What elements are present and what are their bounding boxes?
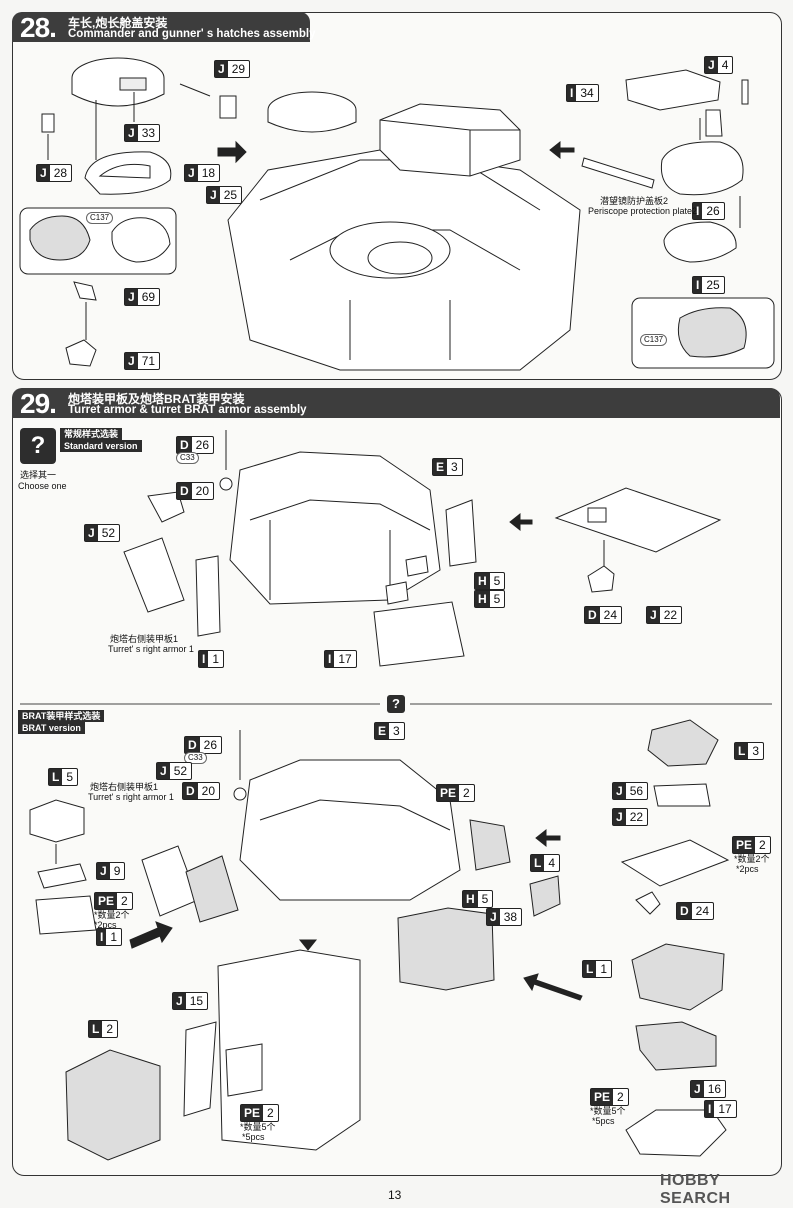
qty2b-en: *2pcs <box>736 864 759 874</box>
color-code-c33-brat: C33 <box>184 752 207 764</box>
qty5-zh: *数量5个 <box>240 1122 276 1132</box>
standard-version-zh: 常规样式选装 <box>60 428 123 440</box>
step-29-number: 29. <box>20 388 57 419</box>
periscope-label-zh: 潜望镜防护盖板2 <box>600 196 669 206</box>
color-code-c137: C137 <box>86 212 114 224</box>
qty5b-en: *5pcs <box>592 1116 615 1126</box>
qty5-en: *5pcs <box>242 1132 265 1142</box>
step-28-title-zh: 车长,炮长舱盖安装 <box>68 16 168 30</box>
periscope-label-en: Periscope protection plate2 <box>588 206 698 216</box>
color-code-c33: C33 <box>176 452 199 464</box>
right-armor-label-zh: 炮塔右侧装甲板1 <box>110 634 179 644</box>
right-armor-label-brat-en: Turret' s right armor 1 <box>88 792 174 802</box>
qty2-en: *2pcs <box>94 920 117 930</box>
right-armor-label-en: Turret' s right armor 1 <box>108 644 194 654</box>
step-29-header-bar <box>12 388 780 418</box>
right-armor-label-brat-zh: 炮塔右侧装甲板1 <box>90 782 159 792</box>
choose-one-zh: 选择其一 <box>20 470 57 480</box>
choose-one-en: Choose one <box>18 481 67 491</box>
choose-one-icon: ? <box>20 428 56 464</box>
qty2-zh: *数量2个 <box>94 910 130 920</box>
brat-version-zh: BRAT装甲样式选装 <box>18 710 105 722</box>
standard-version-en: Standard version <box>60 440 142 452</box>
color-code-c137-right: C137 <box>640 334 668 346</box>
qty2b-zh: *数量2个 <box>734 854 770 864</box>
step-28-number: 28. <box>20 12 57 43</box>
step-28-header-bar <box>12 12 310 42</box>
option-divider-icon: ? <box>387 695 405 713</box>
step-28-title-en: Commander and gunner' s hatches assembly <box>68 28 316 40</box>
page-number: 13 <box>388 1188 402 1202</box>
step-29-title-zh: 炮塔装甲板及炮塔BRAT装甲安装 <box>68 392 245 406</box>
brat-version-en: BRAT version <box>18 722 85 734</box>
step-29-title-en: Turret armor & turret BRAT armor assembl… <box>68 404 307 416</box>
qty5b-zh: *数量5个 <box>590 1106 626 1116</box>
watermark: HOBBY SEARCH <box>660 1172 731 1207</box>
